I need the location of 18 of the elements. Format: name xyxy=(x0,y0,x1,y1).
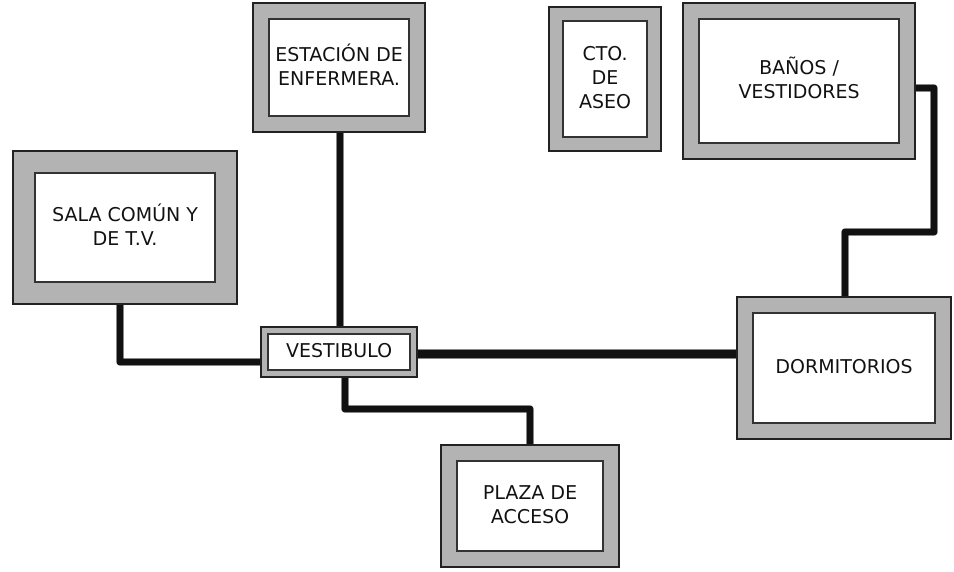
room-label: VESTIBULO xyxy=(267,333,411,371)
room-label: SALA COMÚN Y DE T.V. xyxy=(34,172,216,283)
room-frame xyxy=(12,150,238,305)
room-label: DORMITORIOS xyxy=(752,312,936,424)
room-frame xyxy=(260,326,418,378)
room-label: PLAZA DE ACCESO xyxy=(456,460,604,552)
room-frame xyxy=(252,2,426,133)
room-label: CTO. DE ASEO xyxy=(562,20,648,138)
connector-line xyxy=(418,350,736,358)
connector-line xyxy=(116,305,260,366)
room-frame xyxy=(548,6,662,152)
connector-line xyxy=(336,133,344,326)
room-frame xyxy=(736,296,952,440)
room-frame xyxy=(440,444,620,568)
room-label: ESTACIÓN DE ENFERMERA. xyxy=(268,18,410,117)
room-label: BAÑOS / VESTIDORES xyxy=(698,18,900,144)
connector-line xyxy=(842,84,938,296)
room-frame xyxy=(682,2,916,160)
